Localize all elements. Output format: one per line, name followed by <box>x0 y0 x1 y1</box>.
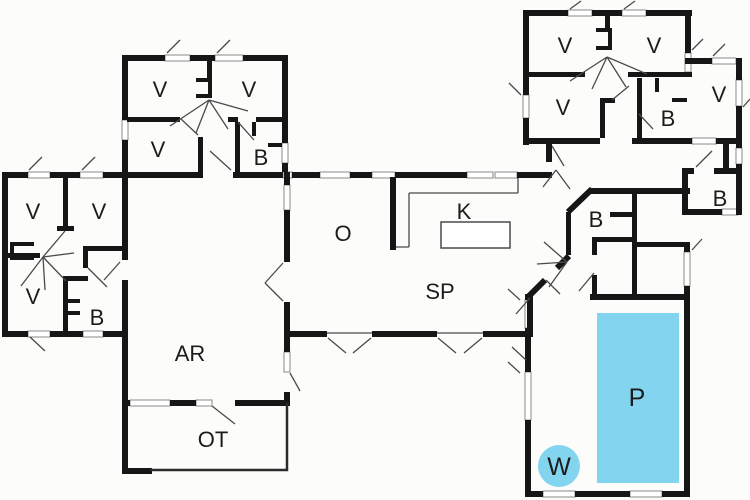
room-label-bedroom: V <box>647 33 662 58</box>
room-label-bedroom: V <box>558 33 573 58</box>
kitchen-fixtures <box>396 178 519 249</box>
pool-area <box>538 313 679 487</box>
room-label-bathroom: B <box>589 207 604 232</box>
room-label-bathroom: B <box>661 106 676 131</box>
diagonal-walls <box>526 186 595 299</box>
room-label-bedroom: V <box>26 284 41 309</box>
room-label-kitchen: K <box>457 199 472 224</box>
room-label-bedroom: V <box>153 77 168 102</box>
room-label-lounge: SP <box>425 279 454 304</box>
room-label-bathroom: B <box>254 145 269 170</box>
room-label-bathroom: B <box>90 305 105 330</box>
room-label-bedroom: V <box>151 137 166 162</box>
room-label-living: O <box>334 221 351 246</box>
kitchen-island <box>440 221 511 249</box>
room-label-bedroom: V <box>26 199 41 224</box>
room-label-activity-room: AR <box>175 341 206 366</box>
pool-water <box>597 313 679 483</box>
room-label-bedroom: V <box>712 82 727 107</box>
room-label-bedroom: V <box>556 95 571 120</box>
terrace-outline <box>150 403 289 472</box>
room-labels: V V V B V V V B O K SP AR OT V V V B V B… <box>26 33 728 481</box>
room-label-bathroom: B <box>713 186 728 211</box>
room-label-whirlpool: W <box>547 453 571 481</box>
room-label-bedroom: V <box>242 77 257 102</box>
door-swings <box>20 0 750 425</box>
room-label-terrace: OT <box>198 427 229 452</box>
whirlpool-tub <box>538 445 580 487</box>
room-label-pool: P <box>629 384 646 412</box>
walls <box>2 10 742 497</box>
room-label-bedroom: V <box>92 199 107 224</box>
